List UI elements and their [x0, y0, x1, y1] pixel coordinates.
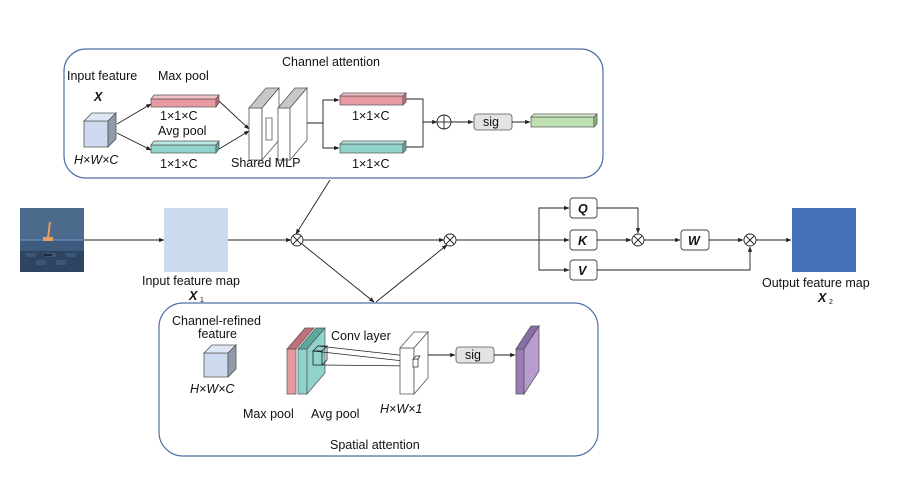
spatial-avgpool-map: [297, 327, 326, 395]
spatial-attention-title: Spatial attention: [330, 438, 420, 452]
max-pool-dims: 1×1×C: [160, 109, 198, 123]
avg-pool-vector: [150, 139, 220, 155]
channel-attention-title: Channel attention: [282, 55, 380, 69]
multiply-operator-4: [743, 233, 757, 247]
channel-sig-label: sig: [483, 115, 499, 129]
avg-pool-dims: 1×1×C: [160, 157, 198, 171]
arrow-cube-to-avgpool: [116, 132, 152, 151]
spatial-map-dims: H×W×1: [380, 402, 422, 416]
spatial-attention-output-map: [515, 324, 540, 396]
arrow-q-to-mult3: [597, 207, 641, 234]
avg-pool-label: Avg pool: [158, 124, 206, 138]
max-pool-label: Max pool: [158, 69, 209, 83]
arrow-spatial-to-mult2: [375, 244, 448, 303]
q-label: Q: [578, 202, 588, 216]
w-label: W: [688, 234, 701, 248]
input-feature-symbol: X: [93, 90, 103, 104]
channel-refined-label-1: Channel-refined: [172, 314, 261, 328]
arrow-cube-to-maxpool: [116, 103, 152, 125]
max-pool-vector: [150, 93, 220, 109]
multiply-operator-2: [443, 233, 457, 247]
arrow-maxpool-to-mlp: [218, 100, 250, 130]
arrow-to-v: [538, 240, 570, 273]
spatial-map-hw1: [399, 330, 429, 396]
mlp-out-bottom-dims: 1×1×C: [352, 157, 390, 171]
v-label: V: [578, 264, 588, 278]
spatial-avgpool-label: Avg pool: [311, 407, 359, 421]
mlp-out-top-dims: 1×1×C: [352, 109, 390, 123]
input-feature-cube: [83, 112, 117, 148]
input-feature-map-label: Input feature map: [142, 274, 240, 288]
shared-mlp-block: [248, 86, 308, 162]
cartpole-input-image: [20, 208, 84, 272]
output-feature-map-symbol: X: [817, 291, 827, 305]
input-feature-dims: H×W×C: [74, 153, 119, 167]
arrow-v-to-mult4: [597, 246, 753, 271]
shared-mlp-label: Shared MLP: [231, 156, 300, 170]
output-feature-map: [792, 208, 856, 272]
input-feature-map-symbol: X: [188, 289, 198, 303]
channel-refined-cube: [203, 344, 237, 378]
channel-attention-output-vector: [530, 113, 598, 128]
arrow-bottom-to-sum: [406, 119, 438, 148]
mlp-out-avg-vector: [339, 140, 407, 154]
arrow-top-to-sum: [406, 98, 424, 122]
conv-layer-label: Conv layer: [331, 329, 391, 343]
channel-attention-panel: [63, 48, 604, 179]
channel-refined-label-2: feature: [198, 327, 237, 341]
input-feature-map: [164, 208, 228, 272]
sum-operator: [436, 114, 452, 130]
arrow-mult1-to-spatial: [301, 243, 375, 303]
output-feature-map-label: Output feature map: [762, 276, 870, 290]
spatial-sig-label: sig: [465, 348, 481, 362]
k-label: K: [578, 234, 588, 248]
mlp-out-max-vector: [339, 92, 407, 106]
input-feature-label: Input feature: [67, 69, 137, 83]
spatial-maxpool-map: [286, 327, 315, 395]
arrow-avgpool-to-mlp: [218, 130, 250, 150]
multiply-operator-3: [631, 233, 645, 247]
arrow-mlp-to-bottom: [322, 123, 340, 151]
spatial-maxpool-label: Max pool: [243, 407, 294, 421]
multiply-operator-1: [290, 233, 304, 247]
arrow-channel-to-mult1: [295, 179, 331, 235]
arrow-to-q: [538, 205, 570, 240]
input-feature-map-subscript: 1: [200, 297, 204, 304]
arrow-mlp-to-top: [307, 97, 340, 124]
channel-refined-dims: H×W×C: [190, 382, 235, 396]
spatial-attention-panel: [158, 302, 599, 457]
output-feature-map-subscript: 2: [829, 299, 833, 306]
